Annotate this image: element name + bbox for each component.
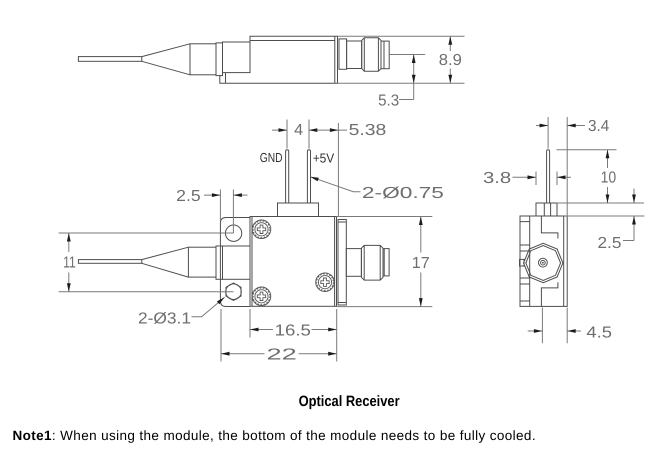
svg-text:16.5: 16.5 [275,323,311,340]
svg-text:2.5: 2.5 [176,188,201,205]
svg-text:3.4: 3.4 [588,118,609,135]
svg-text:17: 17 [412,255,430,272]
svg-text:5.38: 5.38 [349,122,387,139]
svg-text:Note1: When using the module,: Note1: When using the module, the bottom… [13,428,536,443]
svg-text:8.9: 8.9 [439,52,462,69]
svg-text:Optical Receiver: Optical Receiver [299,393,400,410]
svg-text:3.8: 3.8 [483,170,511,187]
svg-text:22: 22 [267,347,297,364]
svg-text:2-Ø3.1: 2-Ø3.1 [138,311,191,328]
svg-text:GND: GND [260,150,283,165]
svg-text:2-Ø0.75: 2-Ø0.75 [362,185,444,202]
svg-text:4: 4 [294,122,303,139]
svg-text:4.5: 4.5 [586,325,612,342]
svg-text:2.5: 2.5 [598,235,622,252]
svg-text:+5V: +5V [313,151,335,166]
svg-text:5.3: 5.3 [378,92,399,109]
svg-text:11: 11 [63,255,76,272]
svg-text:10: 10 [601,170,617,187]
